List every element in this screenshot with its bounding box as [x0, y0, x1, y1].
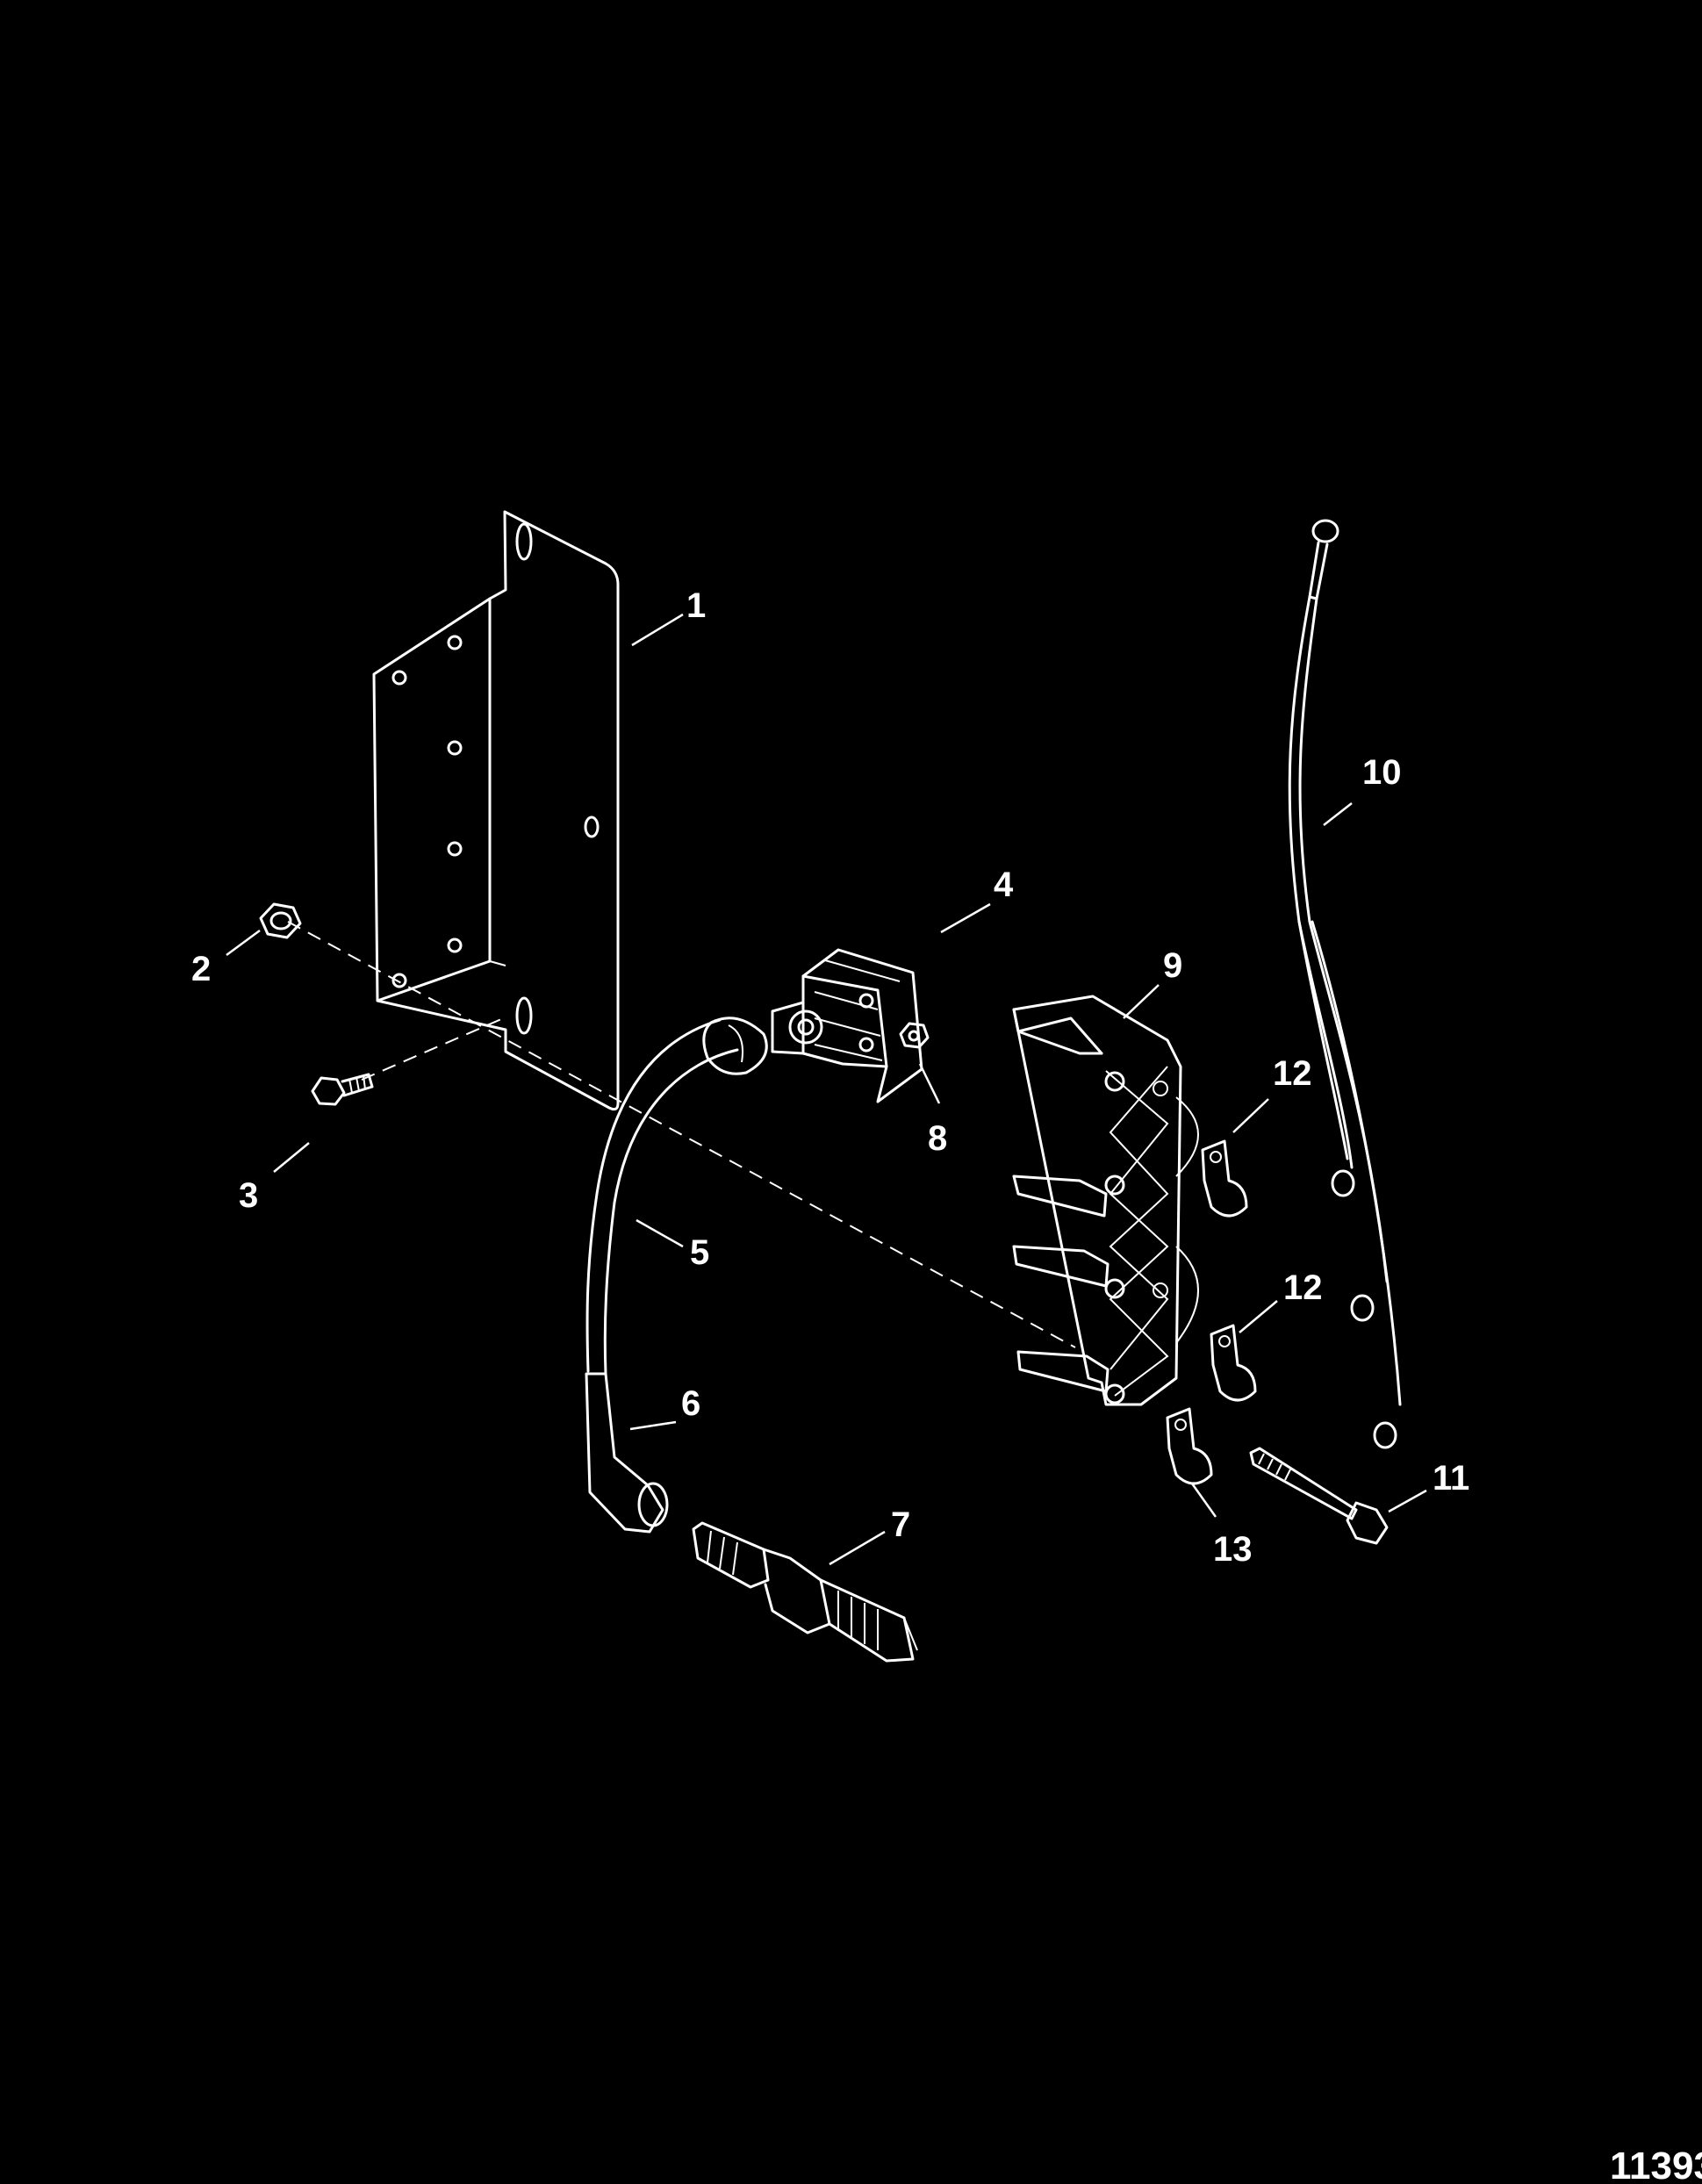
- callout-11: 11: [1433, 1459, 1469, 1498]
- part-bolt: [1249, 1447, 1389, 1545]
- callout-13: 13: [1213, 1530, 1253, 1569]
- callout-3: 3: [239, 1176, 258, 1215]
- callout-4: 4: [994, 866, 1014, 904]
- part-screw: [311, 1073, 374, 1106]
- callout-labels: 1 2 3 4 5 6 7 8 9 10 11 12 12 13: [191, 586, 1469, 1569]
- part-small-nut: [899, 1022, 930, 1049]
- callout-2: 2: [191, 950, 211, 988]
- callout-6: 6: [681, 1384, 700, 1423]
- leader-lines: [226, 613, 1427, 1566]
- part-clamp-lower: [1166, 1407, 1213, 1485]
- callout-12-lower: 12: [1283, 1268, 1323, 1307]
- callout-9: 9: [1163, 946, 1182, 985]
- callout-1: 1: [686, 586, 706, 625]
- part-ground-wire-harness: [1288, 519, 1402, 1449]
- part-clamp-middle: [1210, 1324, 1257, 1402]
- assembly-centerline: [287, 921, 1076, 1348]
- part-mounting-bracket: [372, 510, 620, 1111]
- figure-id: 11393: [1610, 2144, 1702, 2184]
- callout-5: 5: [690, 1233, 709, 1272]
- part-spark-plug: [692, 1521, 918, 1663]
- part-spark-plug-boot: [585, 1372, 669, 1534]
- part-clamp-upper: [1201, 1139, 1248, 1218]
- callout-10: 10: [1362, 753, 1402, 792]
- part-ignition-coil: [771, 948, 923, 1103]
- callout-7: 7: [891, 1505, 910, 1544]
- part-coil-bracket: [1012, 995, 1199, 1406]
- part-hex-nut: [259, 902, 302, 939]
- part-high-tension-lead: [585, 1017, 768, 1376]
- callout-8: 8: [928, 1119, 947, 1158]
- callout-12-upper: 12: [1273, 1054, 1312, 1093]
